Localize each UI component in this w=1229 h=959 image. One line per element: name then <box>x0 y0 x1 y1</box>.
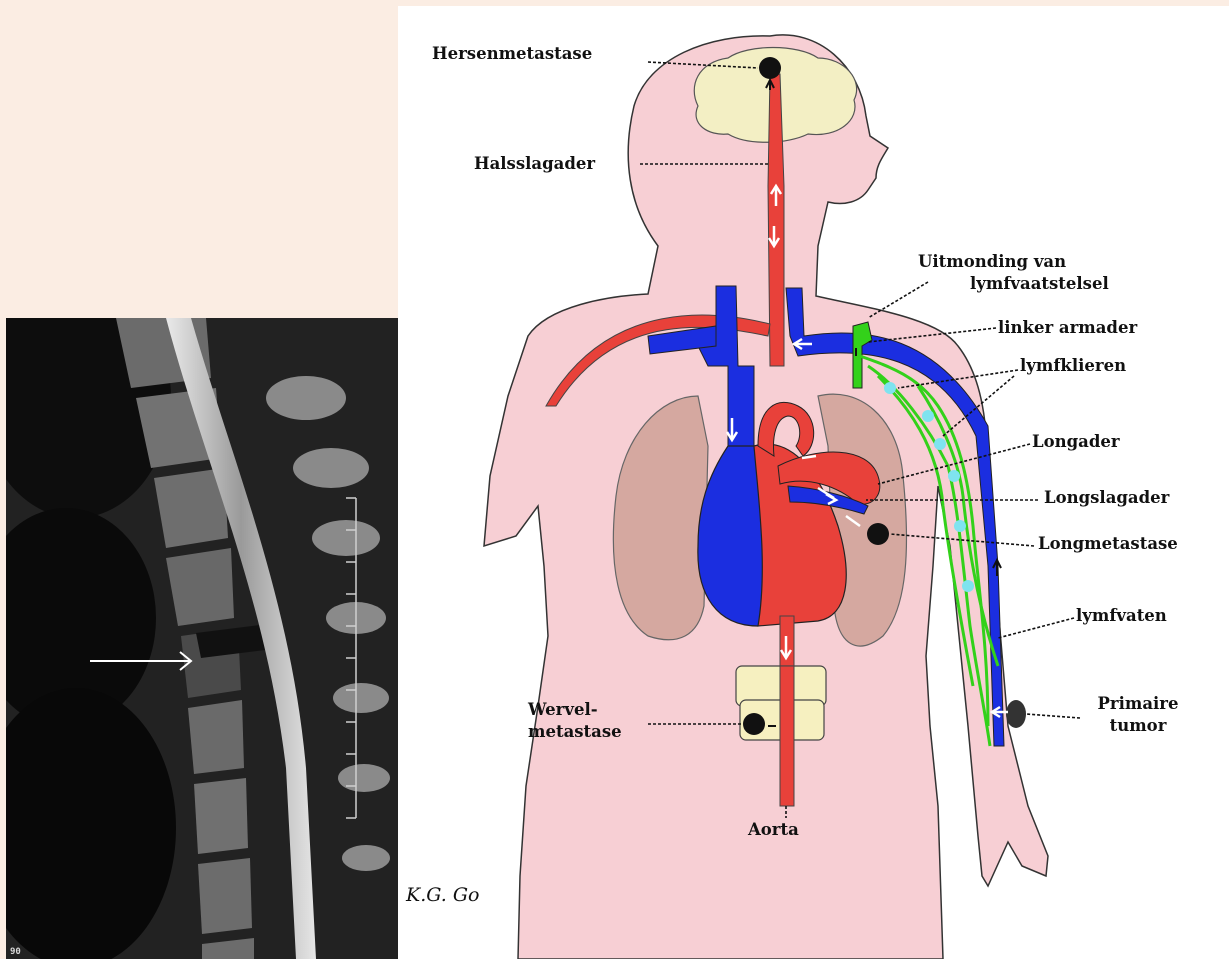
primary-tumor <box>1006 700 1026 728</box>
label-linker-armader: linker armader <box>998 318 1137 338</box>
label-uitmonding-line1: Uitmonding van <box>918 252 1066 272</box>
vertebral-metastasis <box>743 713 765 735</box>
label-primaire-tumor-line2: tumor <box>1082 716 1194 736</box>
metastasis-diagram: Hersenmetastase Halsslagader Uitmonding … <box>398 6 1229 959</box>
label-lymfvaten: lymfvaten <box>1076 606 1167 626</box>
label-hersenmetastase: Hersenmetastase <box>432 44 592 64</box>
label-longader: Longader <box>1032 432 1120 452</box>
lung-metastasis <box>867 523 889 545</box>
mri-slice-counter: 90 <box>10 947 21 957</box>
author-signature: K.G. Go <box>406 884 479 906</box>
carotid-artery <box>768 74 784 366</box>
label-wervel-line2: metastase <box>528 722 622 742</box>
label-lymfklieren: lymfklieren <box>1020 356 1126 376</box>
label-aorta: Aorta <box>748 820 799 840</box>
brain-metastasis <box>759 57 781 79</box>
label-wervel-line1: Wervel- <box>528 700 598 720</box>
label-primaire-tumor-line1: Primaire <box>1082 694 1194 714</box>
label-longslagader: Longslagader <box>1044 488 1169 508</box>
label-uitmonding-line2: lymfvaatstelsel <box>970 274 1109 294</box>
label-halsslagader: Halsslagader <box>474 154 595 174</box>
mri-scan: 90 <box>6 318 398 959</box>
label-longmetastase: Longmetastase <box>1038 534 1178 554</box>
